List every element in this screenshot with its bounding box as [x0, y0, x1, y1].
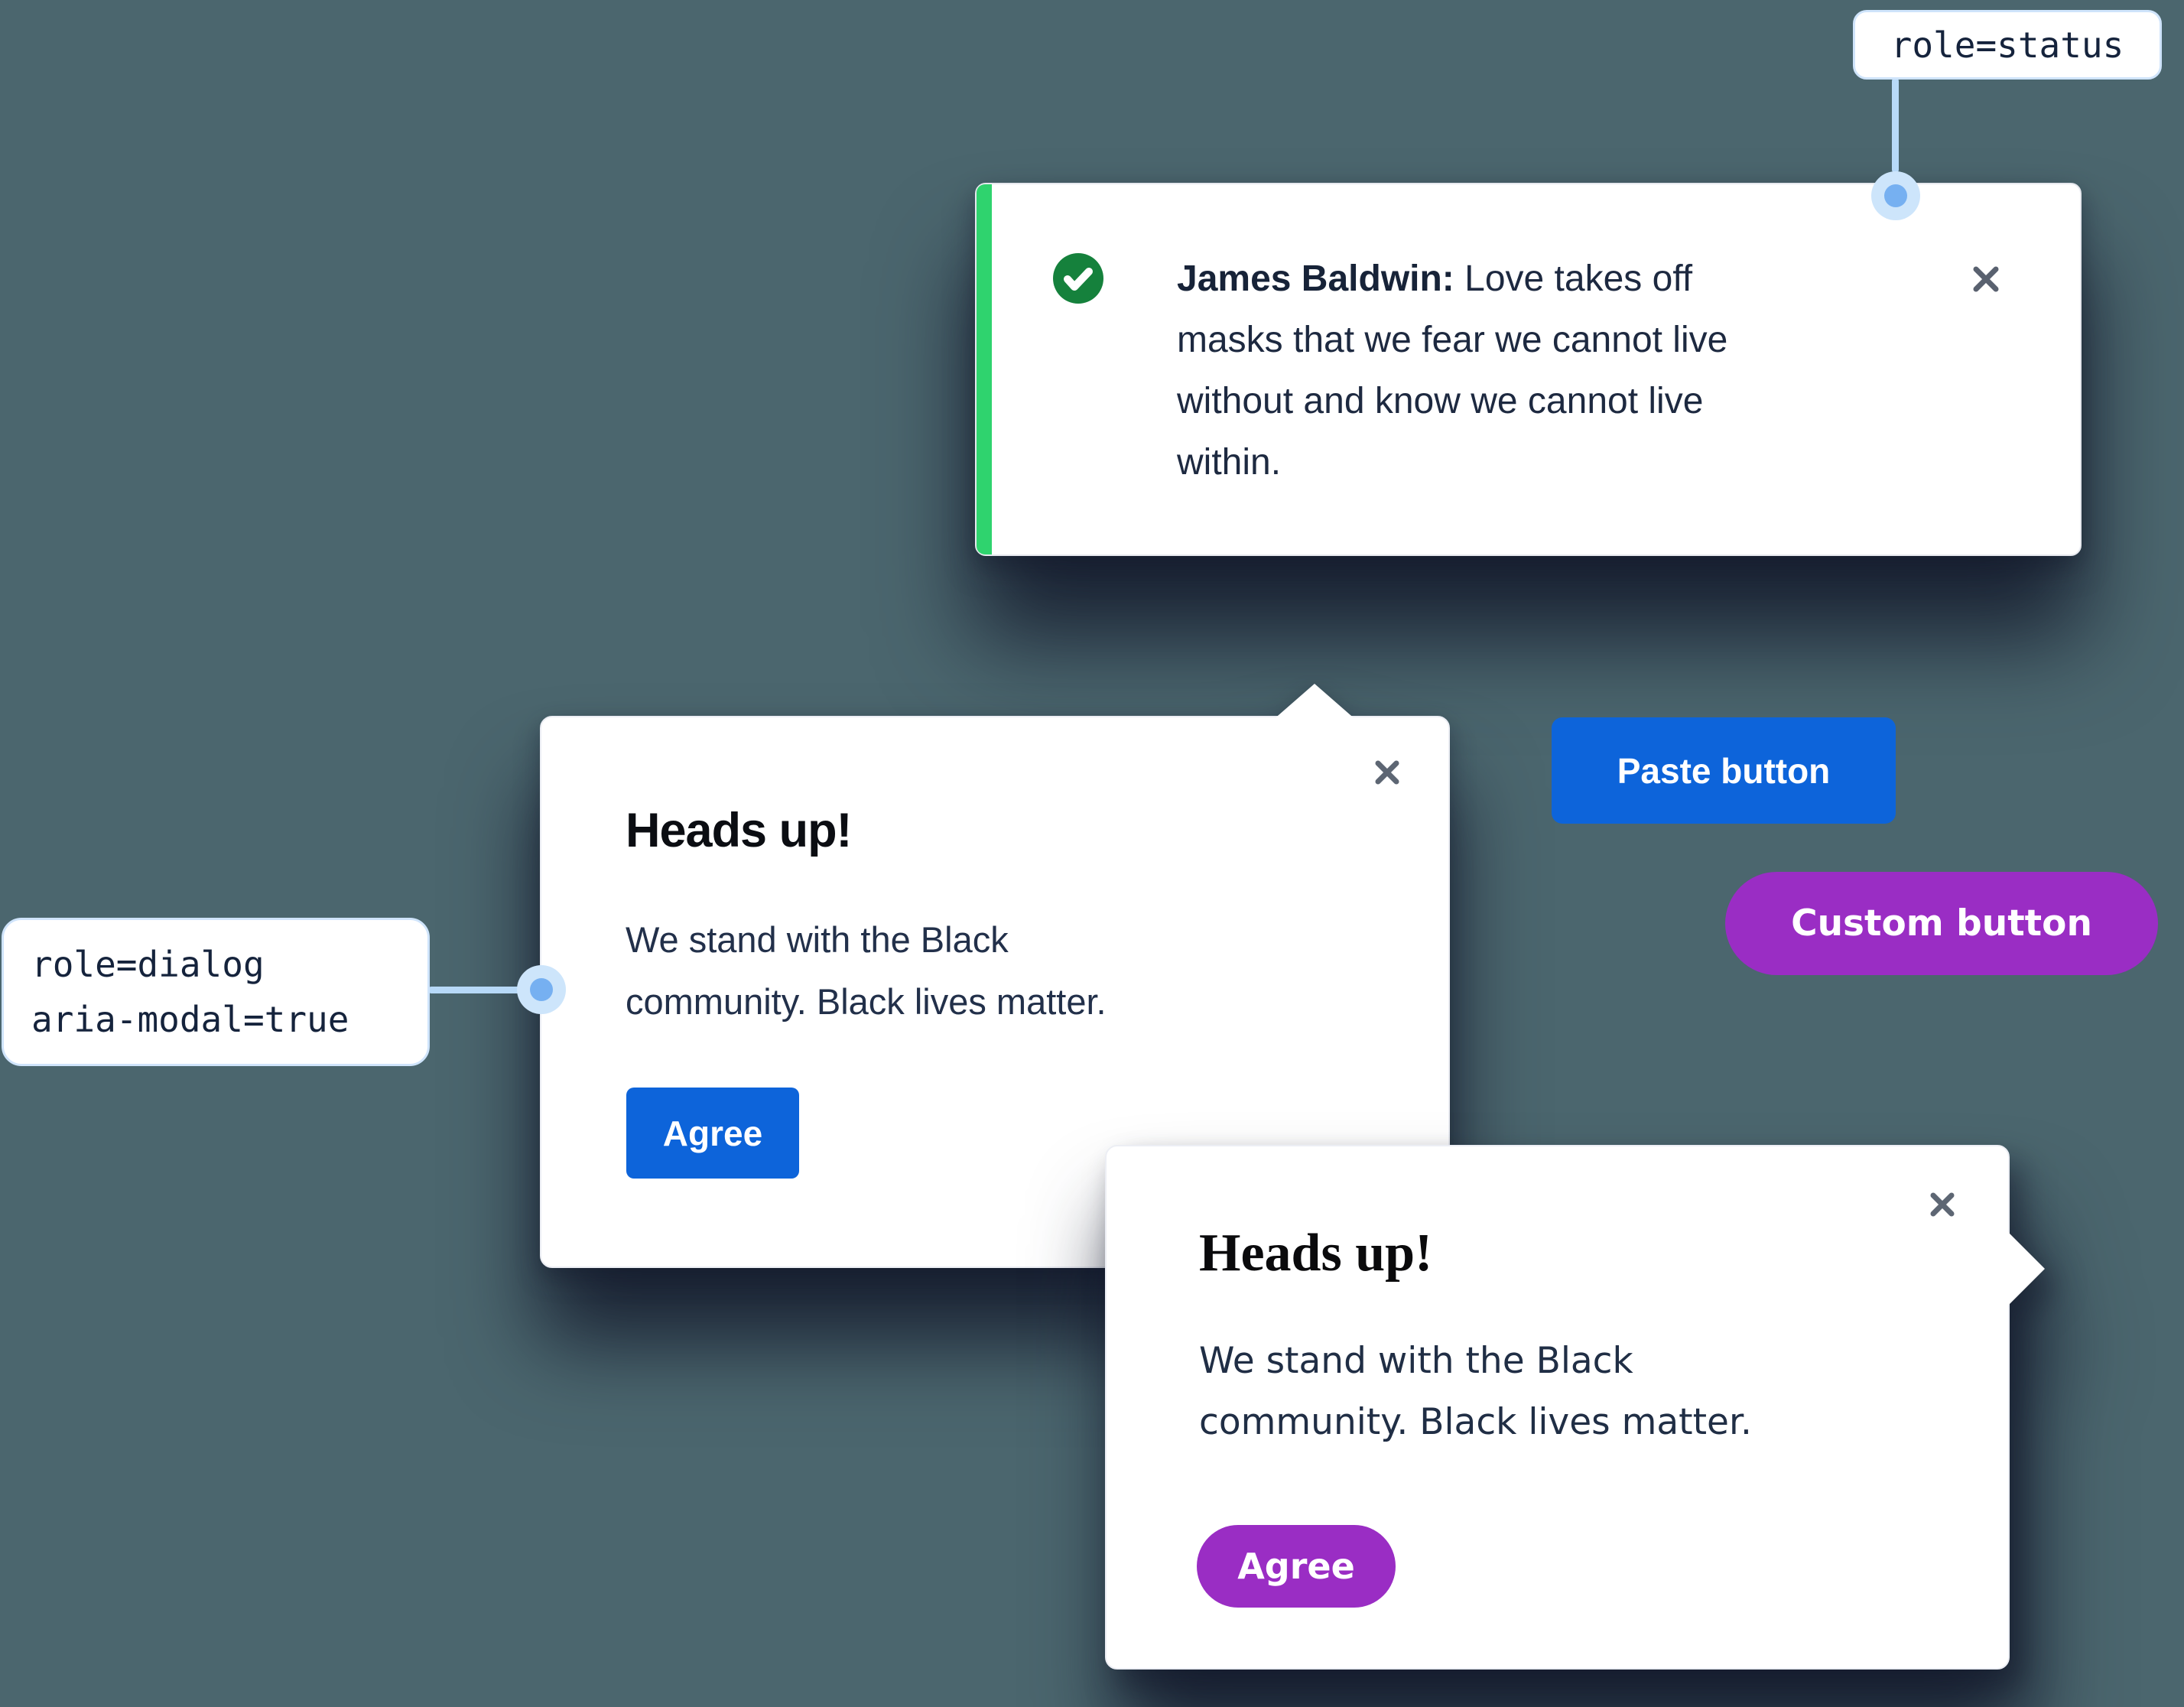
toast-line: masks that we fear we cannot live: [1177, 320, 1728, 360]
annotation-role-dialog-line1: role=dialog: [31, 944, 265, 985]
dialog-body-line: We stand with the Black: [626, 919, 1009, 960]
annotation-connector-dot-core: [530, 978, 553, 1001]
close-icon[interactable]: [1924, 1186, 1961, 1223]
annotation-connector-dot-core: [1884, 184, 1907, 207]
dialog-title: Heads up!: [626, 804, 853, 857]
dialog-body: We stand with the Black community. Black…: [626, 909, 1107, 1032]
close-icon[interactable]: [1369, 754, 1406, 791]
dialog-title: Heads up!: [1199, 1224, 1433, 1283]
agree-button[interactable]: Agree: [1197, 1525, 1396, 1608]
annotation-connector-line: [1892, 78, 1899, 173]
toast-line-rest: Love takes off: [1454, 258, 1693, 299]
dialog-body: We stand with the Black community. Black…: [1199, 1331, 1752, 1453]
close-icon[interactable]: [1966, 259, 2006, 299]
toast-status: James Baldwin: Love takes off masks that…: [975, 183, 2082, 556]
dialog-body-line: community. Black lives matter.: [626, 981, 1107, 1022]
toast-message: James Baldwin: Love takes off masks that…: [1177, 249, 1957, 493]
toast-line: James Baldwin: Love takes off: [1177, 249, 1957, 310]
dialog-body-line: We stand with the Black: [1199, 1340, 1633, 1382]
annotation-connector-line: [428, 987, 520, 993]
toast-line: within.: [1177, 442, 1282, 483]
annotation-role-dialog-line2: aria-modal=true: [31, 999, 349, 1040]
dialog-pointer-up: [1272, 684, 1357, 720]
paste-button[interactable]: Paste button: [1552, 717, 1896, 824]
toast-success-bar: [977, 184, 992, 554]
check-circle-icon: [1053, 253, 1103, 304]
toast-line: without and know we cannot live: [1177, 381, 1704, 421]
annotation-role-dialog: role=dialog aria-modal=true: [2, 918, 430, 1066]
agree-button[interactable]: Agree: [626, 1088, 799, 1179]
dialog-custom: Heads up! We stand with the Black commun…: [1105, 1145, 2045, 1670]
dialog-body-line: community. Black lives matter.: [1199, 1401, 1752, 1443]
annotation-role-status: role=status: [1853, 10, 2162, 80]
annotation-role-status-label: role=status: [1890, 24, 2124, 66]
custom-button[interactable]: Custom button: [1725, 872, 2158, 975]
dialog-pointer-right: [2007, 1231, 2045, 1307]
toast-author: James Baldwin:: [1177, 258, 1454, 299]
